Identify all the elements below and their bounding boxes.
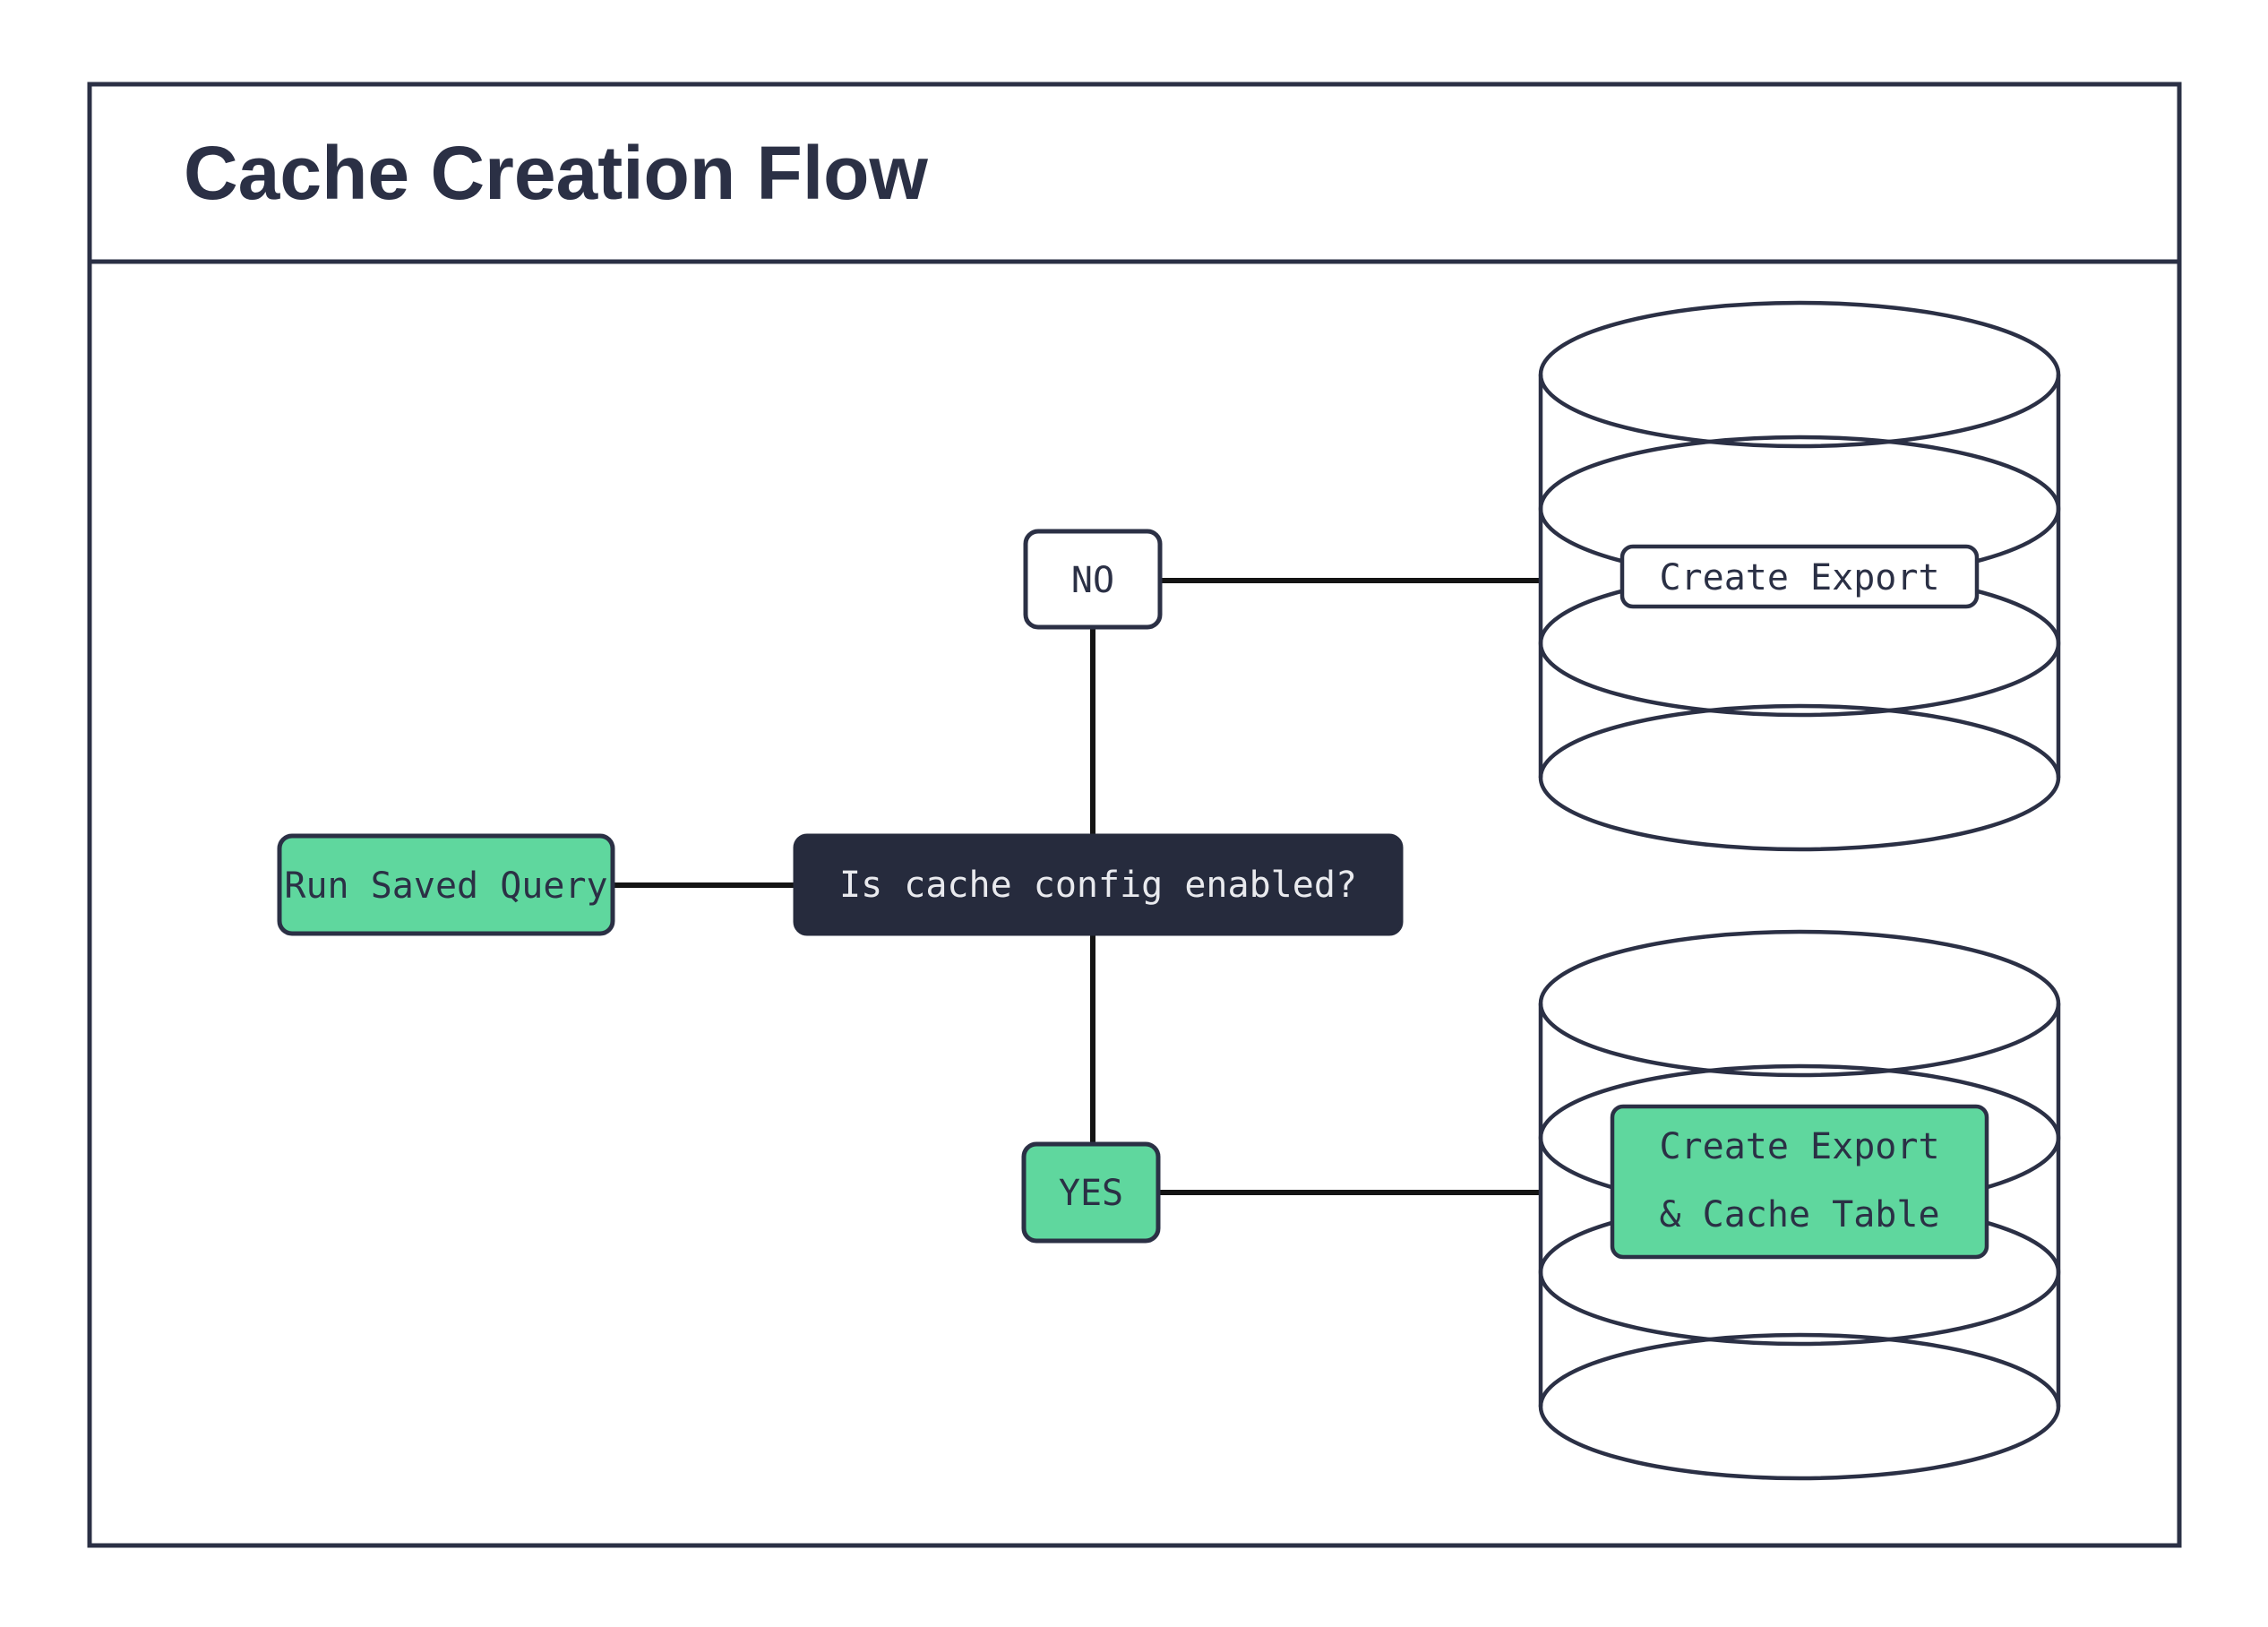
create-export-cache-table-label-box (1610, 1104, 1989, 1260)
create-export-label-box (1619, 544, 1980, 609)
node-branch-no: NO (1023, 529, 1163, 630)
no-branch-box (1023, 529, 1163, 630)
cylinder-disk (1538, 300, 2061, 449)
no-branch-label: NO (1071, 560, 1114, 601)
decision-box (793, 833, 1404, 936)
diagram-frame (87, 82, 2182, 1548)
database-cylinder-cache: Create Export & Cache Table (1538, 929, 2061, 1481)
yes-branch-box (1021, 1141, 1161, 1244)
node-decision: Is cache config enabled? (793, 833, 1404, 936)
create-export-label: Create Export (1659, 557, 1939, 598)
decision-label: Is cache config enabled? (839, 865, 1357, 906)
node-run-saved-query: Run Saved Query (277, 833, 615, 936)
page-title: Cache Creation Flow (184, 131, 928, 215)
database-cylinder-export: Create Export (1538, 300, 2061, 852)
node-branch-yes: YES (1021, 1141, 1161, 1244)
cylinder-disk (1538, 703, 2061, 852)
cylinder-disk (1538, 929, 2061, 1078)
cylinder-disk (1538, 1332, 2061, 1481)
create-export-cache-table-label-line2: & Cache Table (1659, 1194, 1939, 1235)
run-saved-query-label: Run Saved Query (284, 865, 607, 907)
create-export-cache-table-label-line1: Create Export (1659, 1126, 1939, 1167)
run-saved-query-box (277, 833, 615, 936)
yes-branch-label: YES (1059, 1173, 1123, 1214)
